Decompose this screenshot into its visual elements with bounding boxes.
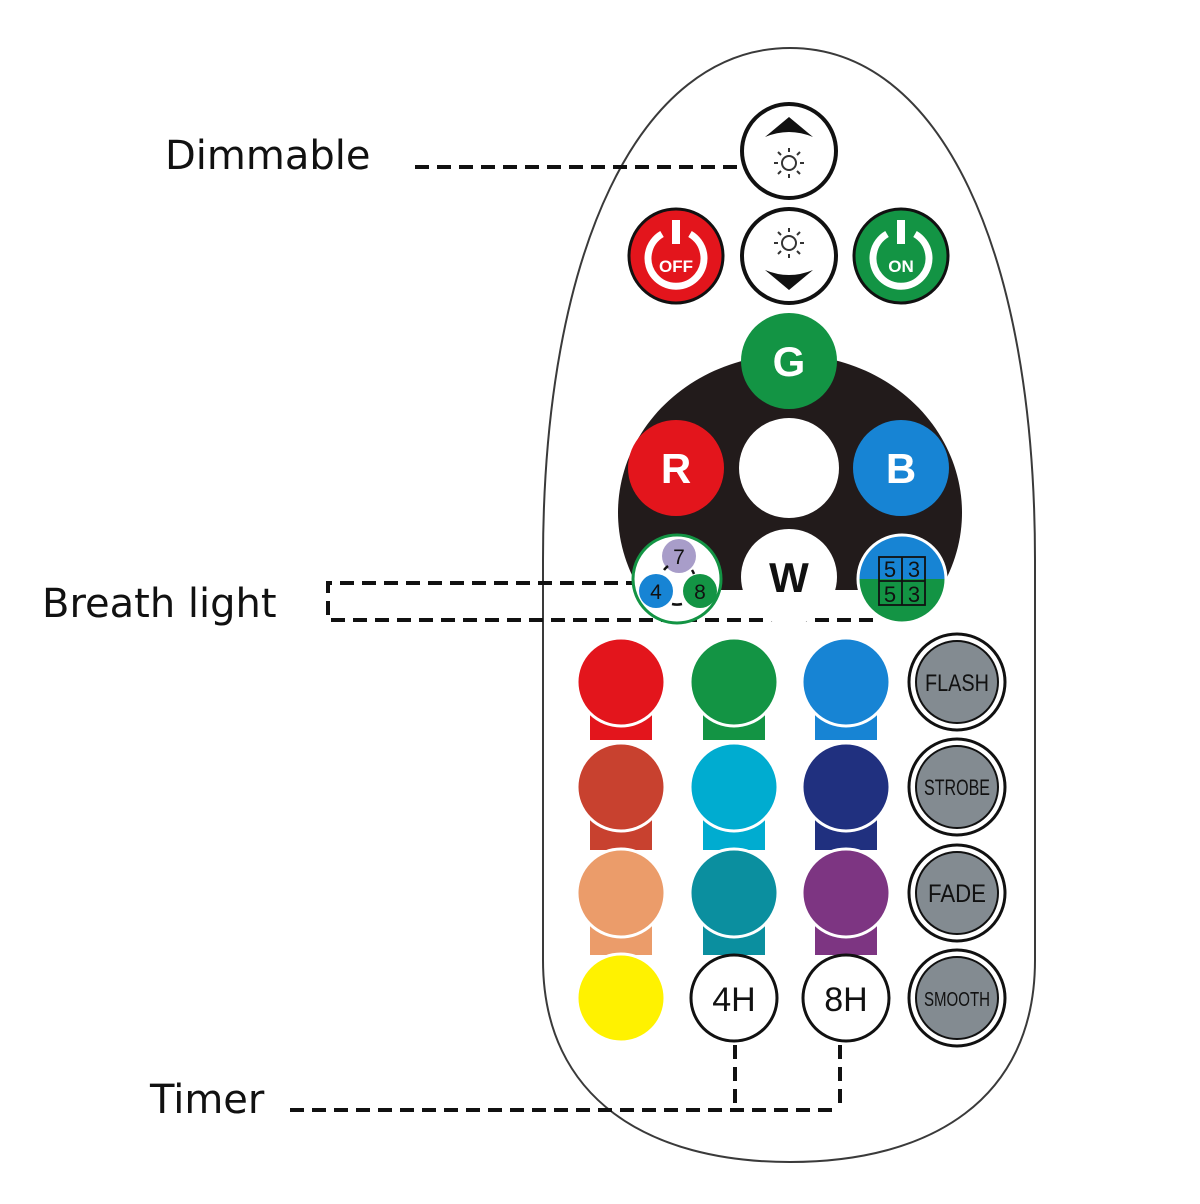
breath-number-7: 7 [673, 546, 685, 569]
green-button[interactable]: G [741, 313, 837, 409]
sun-icon [774, 148, 804, 178]
timer-4h-button[interactable]: 4H [689, 953, 779, 1043]
smooth-label: SMOOTH [924, 989, 990, 1011]
arrow-down-icon [765, 270, 813, 290]
off-label: OFF [659, 257, 693, 276]
on-label: ON [888, 257, 914, 276]
power-off-button[interactable]: OFF [627, 207, 725, 305]
grid-number-1: 5 [884, 557, 896, 582]
color-dark-red-button[interactable] [575, 741, 667, 833]
white-button[interactable]: W [741, 529, 837, 625]
breath-dot-top [662, 539, 696, 573]
power-on-button[interactable]: ON [852, 207, 950, 305]
power-icon [644, 230, 708, 290]
arrow-up-icon [765, 117, 813, 137]
sun-icon [774, 228, 804, 258]
brightness-down-button[interactable] [740, 207, 838, 305]
power-icon [869, 230, 933, 290]
timer-8h-button[interactable]: 8H [801, 953, 891, 1043]
breath-light-leader [326, 581, 880, 622]
color-cyan-button[interactable] [688, 741, 780, 833]
color-red-button[interactable] [575, 636, 667, 728]
color-purple-button[interactable] [800, 847, 892, 939]
dimmable-callout: Dimmable [165, 133, 371, 179]
pattern-button[interactable]: 5 3 5 3 [856, 533, 948, 625]
timer-4h-label: 4H [712, 981, 755, 1019]
color-salmon-button[interactable] [575, 847, 667, 939]
color-blue-button[interactable] [800, 636, 892, 728]
white-button-label: W [769, 554, 809, 601]
color-yellow-button[interactable] [575, 952, 667, 1044]
fade-button[interactable]: FADE [907, 843, 1007, 943]
fade-label: FADE [928, 880, 986, 908]
breath-light-callout: Breath light [42, 581, 277, 627]
grid-number-2: 3 [908, 557, 920, 582]
red-button[interactable]: R [628, 420, 724, 516]
smooth-button[interactable]: SMOOTH [907, 948, 1007, 1048]
breath-dot-left [639, 574, 673, 608]
breath-dot-right [683, 574, 717, 608]
timer-callout: Timer [150, 1077, 265, 1123]
brightness-up-button[interactable] [740, 102, 838, 200]
grid-number-3: 5 [884, 582, 896, 607]
blue-button-label: B [886, 445, 916, 492]
green-button-label: G [773, 338, 806, 385]
strobe-button[interactable]: STROBE [907, 737, 1007, 837]
timer-leader [290, 1045, 842, 1112]
breath-light-button[interactable]: 7 4 8 [631, 533, 723, 625]
grid-number-4: 3 [908, 582, 920, 607]
flash-label: FLASH [925, 670, 989, 697]
cycle-arrows-icon [663, 565, 696, 606]
red-button-label: R [661, 445, 691, 492]
blue-button[interactable]: B [853, 420, 949, 516]
breath-number-8: 8 [694, 581, 706, 604]
flash-button[interactable]: FLASH [907, 632, 1007, 732]
color-navy-button[interactable] [800, 741, 892, 833]
grid-icon [878, 556, 926, 606]
breath-number-4: 4 [650, 581, 662, 604]
color-teal-button[interactable] [688, 847, 780, 939]
strobe-label: STROBE [924, 775, 990, 800]
wheel-center [739, 418, 839, 518]
timer-8h-label: 8H [824, 981, 867, 1019]
color-green-button[interactable] [688, 636, 780, 728]
